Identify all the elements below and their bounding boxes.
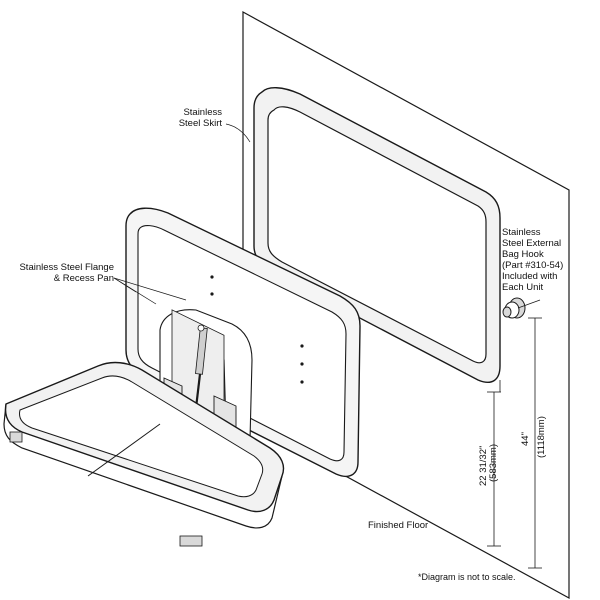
bed-foot-right bbox=[179, 535, 203, 547]
label-not-to-scale: *Diagram is not to scale. bbox=[418, 572, 516, 582]
dimension-1118-inches: 44" bbox=[520, 432, 531, 446]
bed-foot-left bbox=[9, 431, 23, 443]
dimension-1118-mm: (1118mm) bbox=[536, 416, 547, 458]
bag-hook-icon bbox=[502, 297, 541, 319]
dimension-583-mm: (583mm) bbox=[488, 443, 499, 482]
changing-bed-divider bbox=[87, 423, 161, 477]
changing-bed-surface bbox=[19, 375, 264, 498]
label-steel-flange: Stainless Steel Flange & Recess Pan bbox=[19, 262, 114, 284]
dimension-line-1118 bbox=[528, 317, 542, 569]
mounting-holes bbox=[210, 275, 304, 384]
gas-strut bbox=[194, 324, 208, 409]
label-bag-hook: Stainless Steel External Bag Hook (Part … bbox=[502, 227, 564, 293]
leader-lines bbox=[113, 123, 251, 305]
label-finished-floor: Finished Floor bbox=[368, 520, 429, 531]
changing-bed-lip bbox=[3, 403, 283, 529]
steel-skirt-opening bbox=[267, 106, 487, 364]
label-steel-skirt: Stainless Steel Skirt bbox=[178, 107, 222, 129]
dimension-line-583 bbox=[487, 380, 501, 547]
